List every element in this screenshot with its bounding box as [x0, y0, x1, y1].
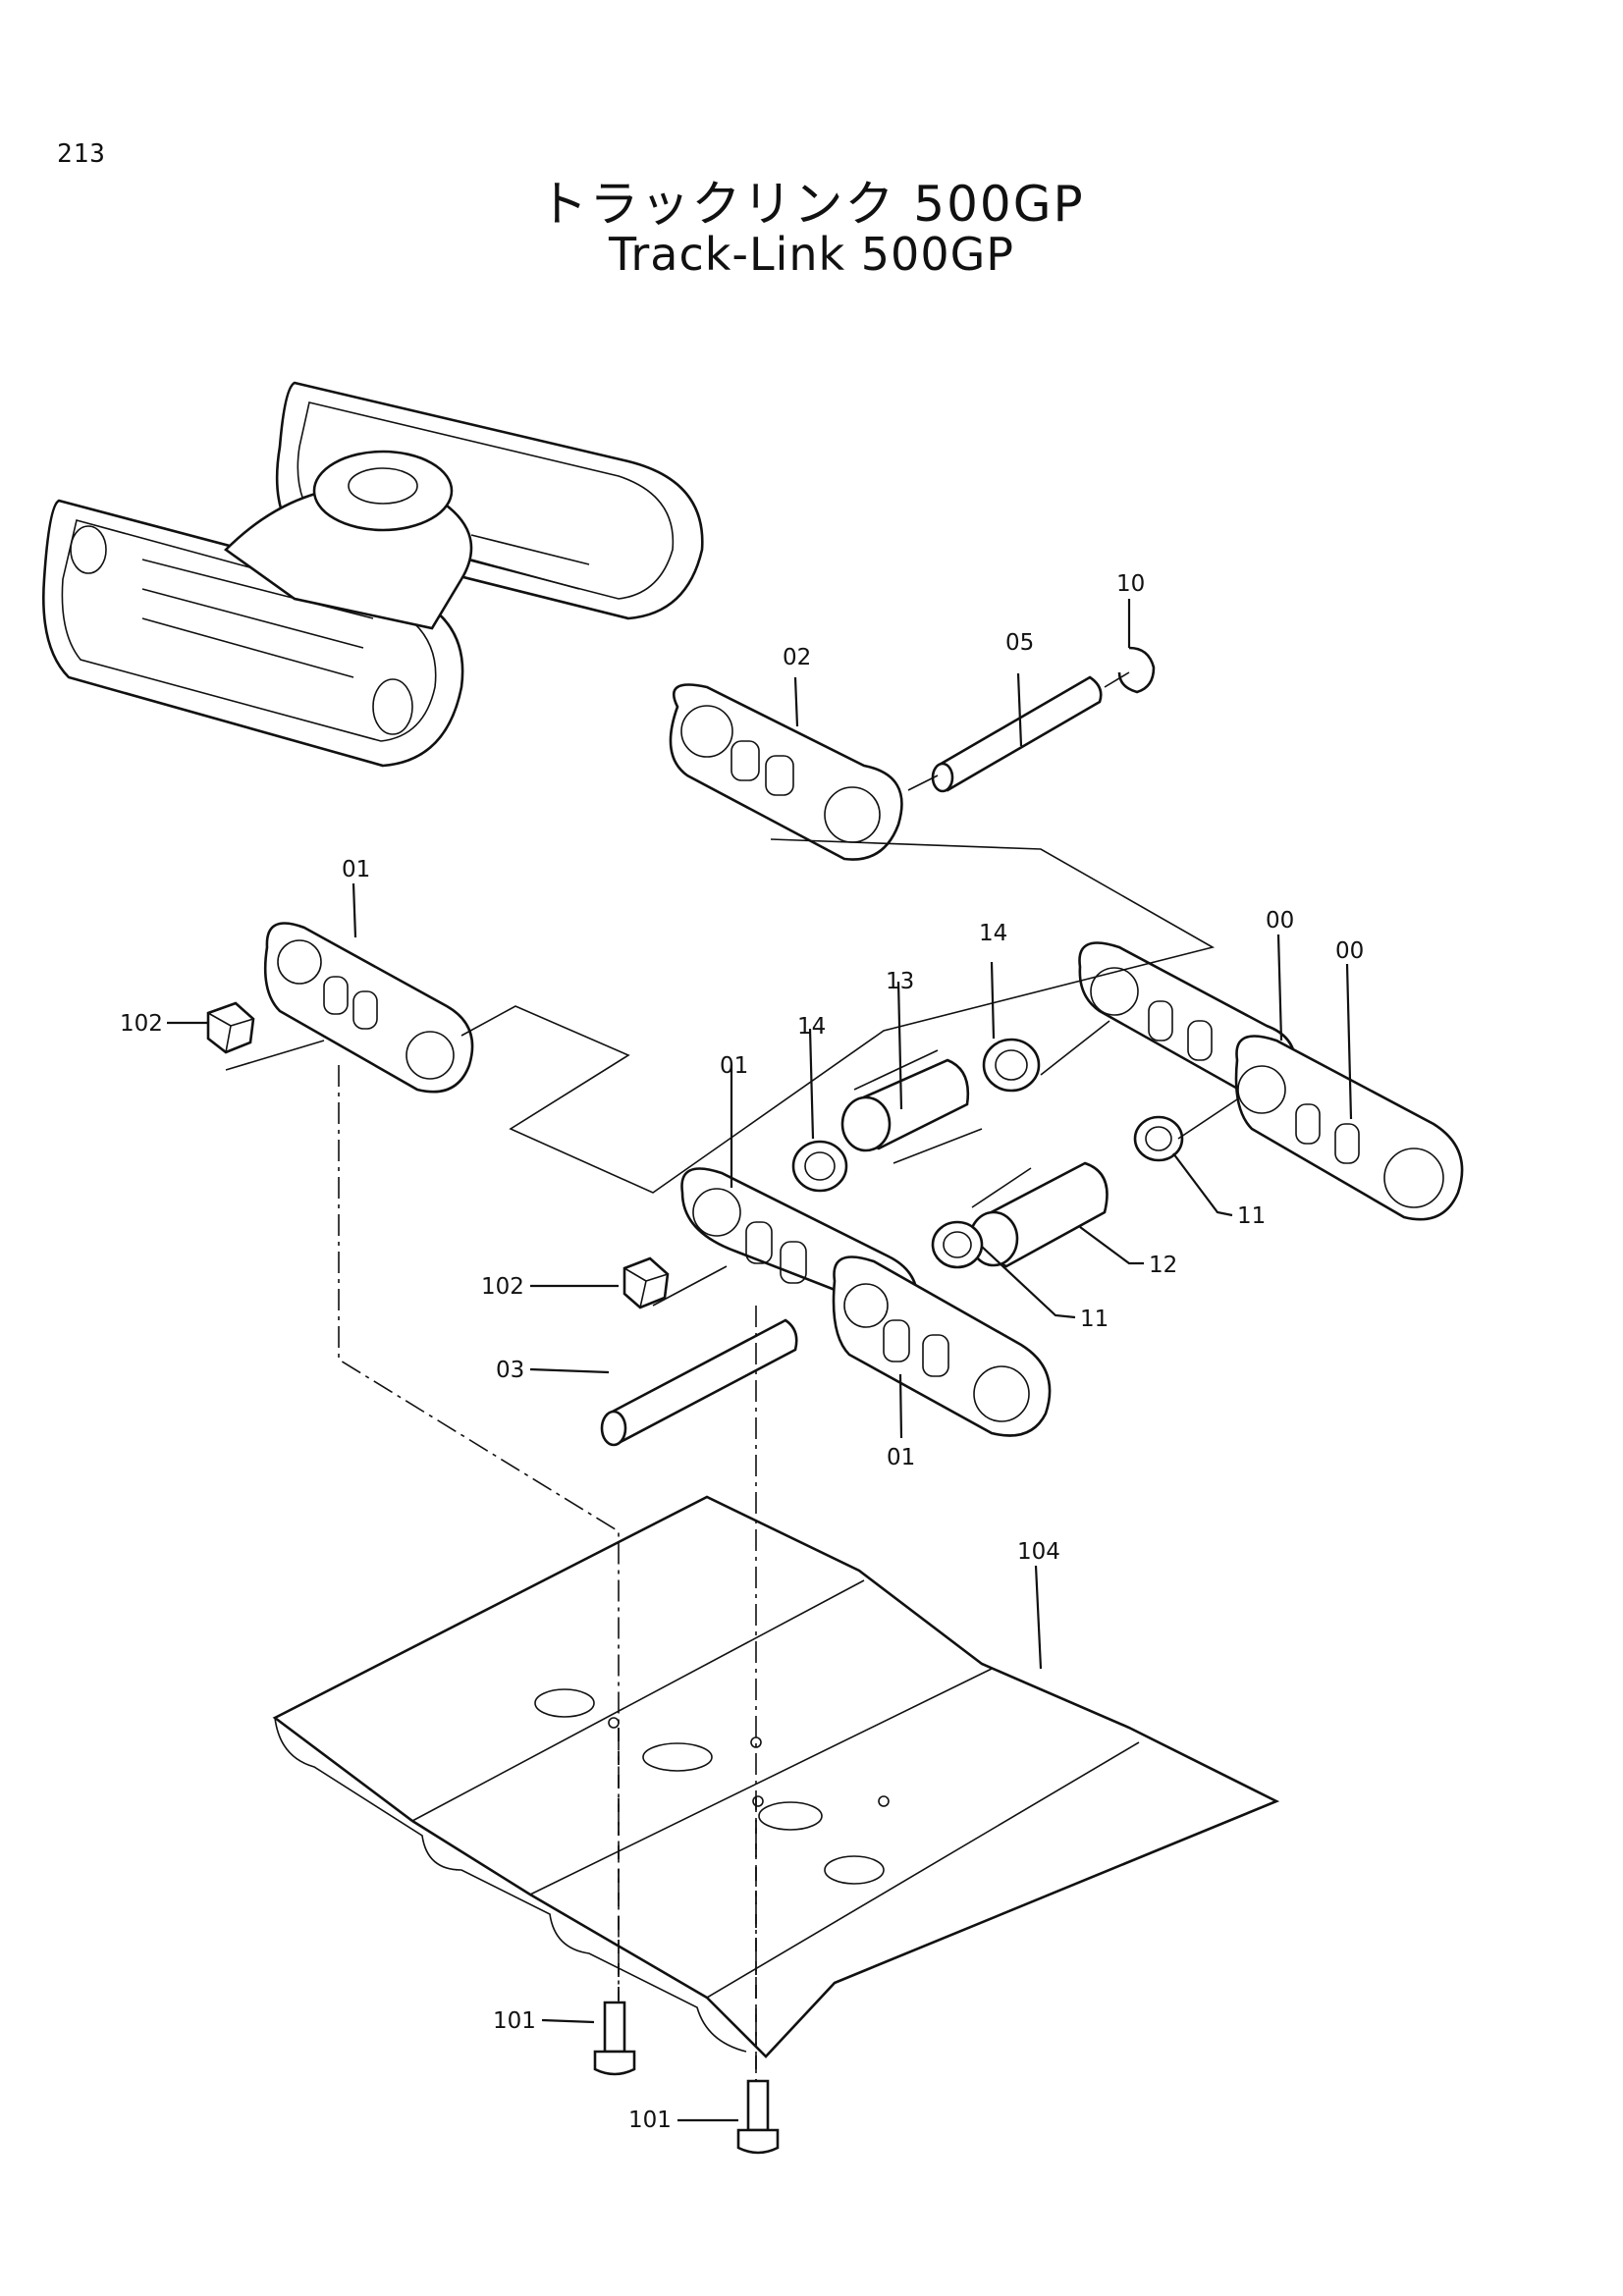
seal-14-middle: [791, 1140, 848, 1193]
callout-10: 10: [1116, 571, 1145, 597]
nut-102-middle: [622, 1256, 670, 1309]
pin-03: [600, 1318, 798, 1447]
callout-03: 03: [496, 1358, 524, 1383]
bushing-12: [968, 1161, 1109, 1268]
track-shoes-104: [272, 1495, 1280, 2058]
link-01-middle: [680, 1167, 1052, 1437]
pin-05: [931, 675, 1103, 793]
callout-01-bottom: 01: [887, 1445, 915, 1470]
callout-13: 13: [886, 969, 914, 994]
link-00-right: [1078, 941, 1464, 1221]
master-link-02: [669, 683, 903, 861]
callout-labels: 10 05 02 01 102 14 13 00 00 14 01 11 12 …: [120, 571, 1364, 2133]
callout-101-a: 101: [493, 2008, 536, 2034]
seal-11-middle: [931, 1220, 984, 1269]
callout-14-top: 14: [979, 921, 1007, 946]
callout-101-b: 101: [628, 2108, 672, 2133]
callout-11-right: 11: [1237, 1203, 1266, 1229]
undercarriage-overview: [42, 381, 704, 768]
callout-01-middle: 01: [720, 1053, 748, 1079]
callout-05: 05: [1005, 630, 1034, 656]
assembly-lines: [225, 671, 1238, 2081]
bolt-101-right: [736, 2079, 780, 2155]
bushing-13: [840, 1058, 970, 1152]
callout-102-middle: 102: [481, 1274, 524, 1300]
callout-02: 02: [783, 645, 811, 670]
snap-ring-10: [1117, 646, 1156, 694]
callout-01-top: 01: [342, 857, 370, 882]
link-01-upper-left: [263, 922, 474, 1094]
nut-102-upper: [206, 1001, 255, 1054]
callout-14-middle: 14: [797, 1014, 826, 1040]
page-number: 213: [57, 139, 106, 169]
callout-12: 12: [1149, 1253, 1177, 1278]
callout-11-middle: 11: [1080, 1307, 1109, 1332]
bolt-101-left: [593, 2001, 636, 2076]
callout-leaders: [167, 599, 1353, 2122]
page-title-japanese: トラックリンク 500GP: [538, 176, 1085, 233]
page-title-english: Track-Link 500GP: [609, 228, 1014, 281]
seal-11-right: [1133, 1115, 1184, 1162]
callout-00-b: 00: [1335, 938, 1364, 964]
callout-00-a: 00: [1266, 908, 1294, 934]
seal-14-upper: [982, 1038, 1041, 1093]
callout-102-top: 102: [120, 1011, 163, 1037]
callout-104: 104: [1017, 1539, 1060, 1565]
